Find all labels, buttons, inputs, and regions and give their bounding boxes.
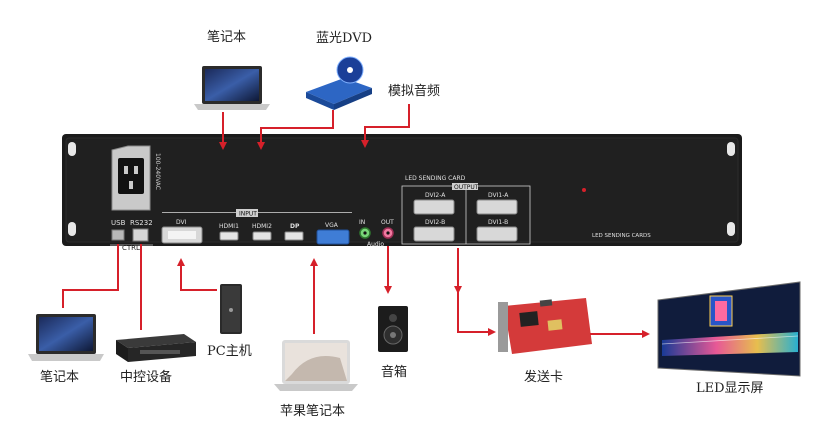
hdmi1-label: HDMI1 — [219, 223, 239, 230]
bluray-dvd-player-icon — [306, 56, 372, 110]
led-screen-icon — [657, 281, 801, 377]
arrow-usb-to-laptop — [62, 244, 119, 308]
dp-port[interactable] — [284, 231, 304, 241]
arrow-output-to-card-h — [457, 290, 496, 336]
vga-port[interactable] — [316, 229, 350, 245]
output-group-label: OUTPUT — [454, 184, 479, 191]
led-screen-label: LED显示屏 — [696, 381, 764, 396]
rs232-label: RS232 — [130, 219, 153, 227]
power-rating-label: 100-240VAC — [154, 153, 161, 190]
apple-laptop-icon — [274, 340, 358, 391]
dvi-label: DVI — [176, 219, 187, 226]
audio-in-label: IN — [359, 219, 365, 226]
dvi1-a-port[interactable] — [476, 199, 518, 215]
led-sending-cards-label: LED SENDING CARDS — [592, 233, 651, 239]
vga-label: VGA — [325, 222, 339, 229]
sending-card-label: 发送卡 — [524, 370, 564, 385]
dvi2-a-port[interactable] — [413, 199, 455, 215]
dvi1-a-label: DVI1-A — [488, 192, 509, 199]
dp-label: DP — [290, 223, 300, 230]
arrow-pc-to-dvi — [177, 258, 217, 291]
ctrl-label: CTRL — [122, 244, 140, 252]
dvi1-b-label: DVI1-B — [488, 219, 508, 226]
audio-out-label: OUT — [381, 219, 394, 226]
rs232-port[interactable] — [132, 228, 149, 242]
central-control-label: 中控设备 — [120, 370, 173, 385]
mount-slot — [727, 142, 735, 156]
audio-label: Audio — [367, 241, 384, 248]
mount-slot — [68, 222, 76, 236]
dvi2-b-label: DVI2-B — [425, 219, 445, 226]
sending-card-icon — [498, 298, 592, 354]
bluray-dvd-label: 蓝光DVD — [316, 31, 373, 46]
central-control-icon — [116, 334, 196, 362]
analog-audio-label: 模拟音频 — [388, 84, 441, 99]
input-group-label: INPUT — [239, 211, 257, 218]
hdmi1-port[interactable] — [219, 231, 239, 241]
speaker-icon — [378, 306, 408, 352]
power-socket[interactable] — [111, 145, 151, 211]
led-sending-card-label: LED SENDING CARD — [405, 175, 466, 182]
laptop-top-icon — [194, 66, 270, 110]
hdmi2-port[interactable] — [252, 231, 272, 241]
mount-slot — [727, 222, 735, 236]
dvi1-b-port[interactable] — [476, 226, 518, 242]
mount-slot — [68, 142, 76, 156]
laptop-bottom-icon — [28, 314, 104, 361]
apple-laptop-label: 苹果笔记本 — [280, 404, 346, 419]
dvi2-a-label: DVI2-A — [425, 192, 446, 199]
pc-host-icon — [220, 284, 242, 334]
hdmi2-label: HDMI2 — [252, 223, 272, 230]
laptop-top-label: 笔记本 — [207, 30, 247, 45]
laptop-bottom-label: 笔记本 — [40, 370, 80, 385]
pc-host-label: PC主机 — [207, 344, 252, 359]
usb-label: USB — [111, 219, 126, 227]
arrow-dvd-to-hdmi2 — [257, 110, 334, 150]
usb-port[interactable] — [111, 229, 125, 241]
connection-arrows — [62, 104, 650, 338]
arrow-analog-to-audio-in — [361, 104, 410, 148]
dvi2-b-port[interactable] — [413, 226, 455, 242]
speaker-label: 音箱 — [381, 365, 408, 380]
